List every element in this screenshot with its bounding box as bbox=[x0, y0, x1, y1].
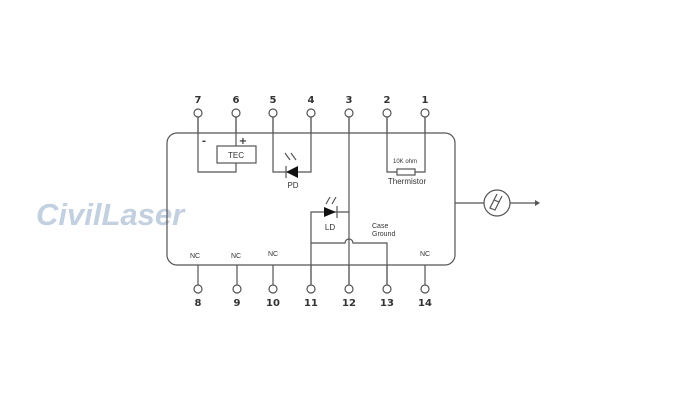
arrow-icon bbox=[535, 200, 540, 206]
light-out-icon bbox=[325, 196, 337, 205]
pin-number: 1 bbox=[422, 95, 429, 106]
pin-number: 12 bbox=[342, 298, 356, 309]
pd-wires bbox=[272, 117, 312, 173]
pin-number: 7 bbox=[195, 95, 202, 106]
pin-number: 8 bbox=[195, 298, 202, 309]
pin-7 bbox=[193, 108, 203, 118]
case-ground-wire bbox=[311, 238, 388, 284]
tec-plus: + bbox=[239, 136, 247, 147]
ld-wires bbox=[310, 211, 349, 284]
pin-number: 11 bbox=[304, 298, 318, 309]
tec-wires bbox=[197, 117, 237, 173]
pin-number: 13 bbox=[380, 298, 394, 309]
pin-number: 14 bbox=[418, 298, 432, 309]
pin-4 bbox=[306, 108, 316, 118]
laser-diode-icon bbox=[324, 207, 336, 217]
watermark-logo: CivilLaser bbox=[36, 197, 186, 232]
tec-label: TEC bbox=[228, 151, 244, 160]
pin-1 bbox=[420, 108, 430, 118]
pin-5 bbox=[268, 108, 278, 118]
pin-6 bbox=[231, 108, 241, 118]
pin-8 bbox=[193, 284, 203, 294]
nc-label-9: NC bbox=[231, 253, 241, 260]
pin-number: 2 bbox=[384, 95, 391, 106]
ground-label: Ground bbox=[372, 231, 395, 238]
thermistor-label: Thermistor bbox=[388, 177, 427, 186]
thermistor-wires bbox=[386, 117, 426, 173]
pin-number: 5 bbox=[270, 95, 277, 106]
pin-2 bbox=[382, 108, 392, 118]
fiber-output-icon bbox=[483, 189, 511, 217]
thermistor-value: 10K ohm bbox=[393, 159, 417, 165]
case-label: Case bbox=[372, 223, 388, 230]
pin-number: 6 bbox=[233, 95, 240, 106]
pin-14 bbox=[420, 284, 430, 294]
pin-13 bbox=[382, 284, 392, 294]
fiber-glyph bbox=[489, 193, 503, 211]
nc-label-10: NC bbox=[268, 251, 278, 258]
tec-minus: - bbox=[202, 136, 206, 147]
thermistor-resistor bbox=[396, 168, 416, 176]
ld-label: LD bbox=[325, 223, 335, 232]
tec-box bbox=[216, 145, 257, 164]
pin-3 bbox=[344, 108, 354, 118]
pin-number: 9 bbox=[234, 298, 241, 309]
photodiode-icon bbox=[286, 166, 298, 178]
pin-number: 4 bbox=[308, 95, 315, 106]
pin-12 bbox=[344, 284, 354, 294]
pin-10 bbox=[268, 284, 278, 294]
nc-label-14: NC bbox=[420, 251, 430, 258]
pd-label: PD bbox=[287, 181, 298, 190]
pin-number: 10 bbox=[266, 298, 280, 309]
pin-9 bbox=[232, 284, 242, 294]
light-in-icon bbox=[284, 152, 297, 161]
pin-11 bbox=[306, 284, 316, 294]
nc-label-8: NC bbox=[190, 253, 200, 260]
pin-number: 3 bbox=[346, 95, 353, 106]
